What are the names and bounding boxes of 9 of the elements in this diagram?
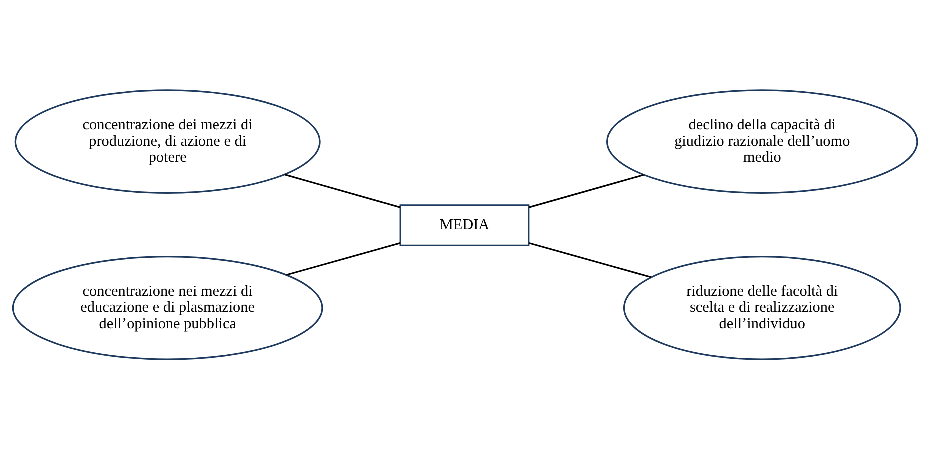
node-ellipse: concentrazione dei mezzi di produzione, di azione e di potere [14,90,321,194]
node-ellipse: concentrazione nei mezzi di educazione e di plasmazione dell’opinione pubblica [12,256,324,360]
node-box: MEDIA [400,204,530,246]
connector [284,174,401,208]
connector [528,174,644,208]
node-ellipse: riduzione delle facoltà di scelta e di realizzazione dell’individuo [623,256,902,360]
connector [528,242,652,278]
node-ellipse: declino della capacità di giudizio razionale dell’uomo medio [606,90,918,194]
connector [286,242,400,276]
